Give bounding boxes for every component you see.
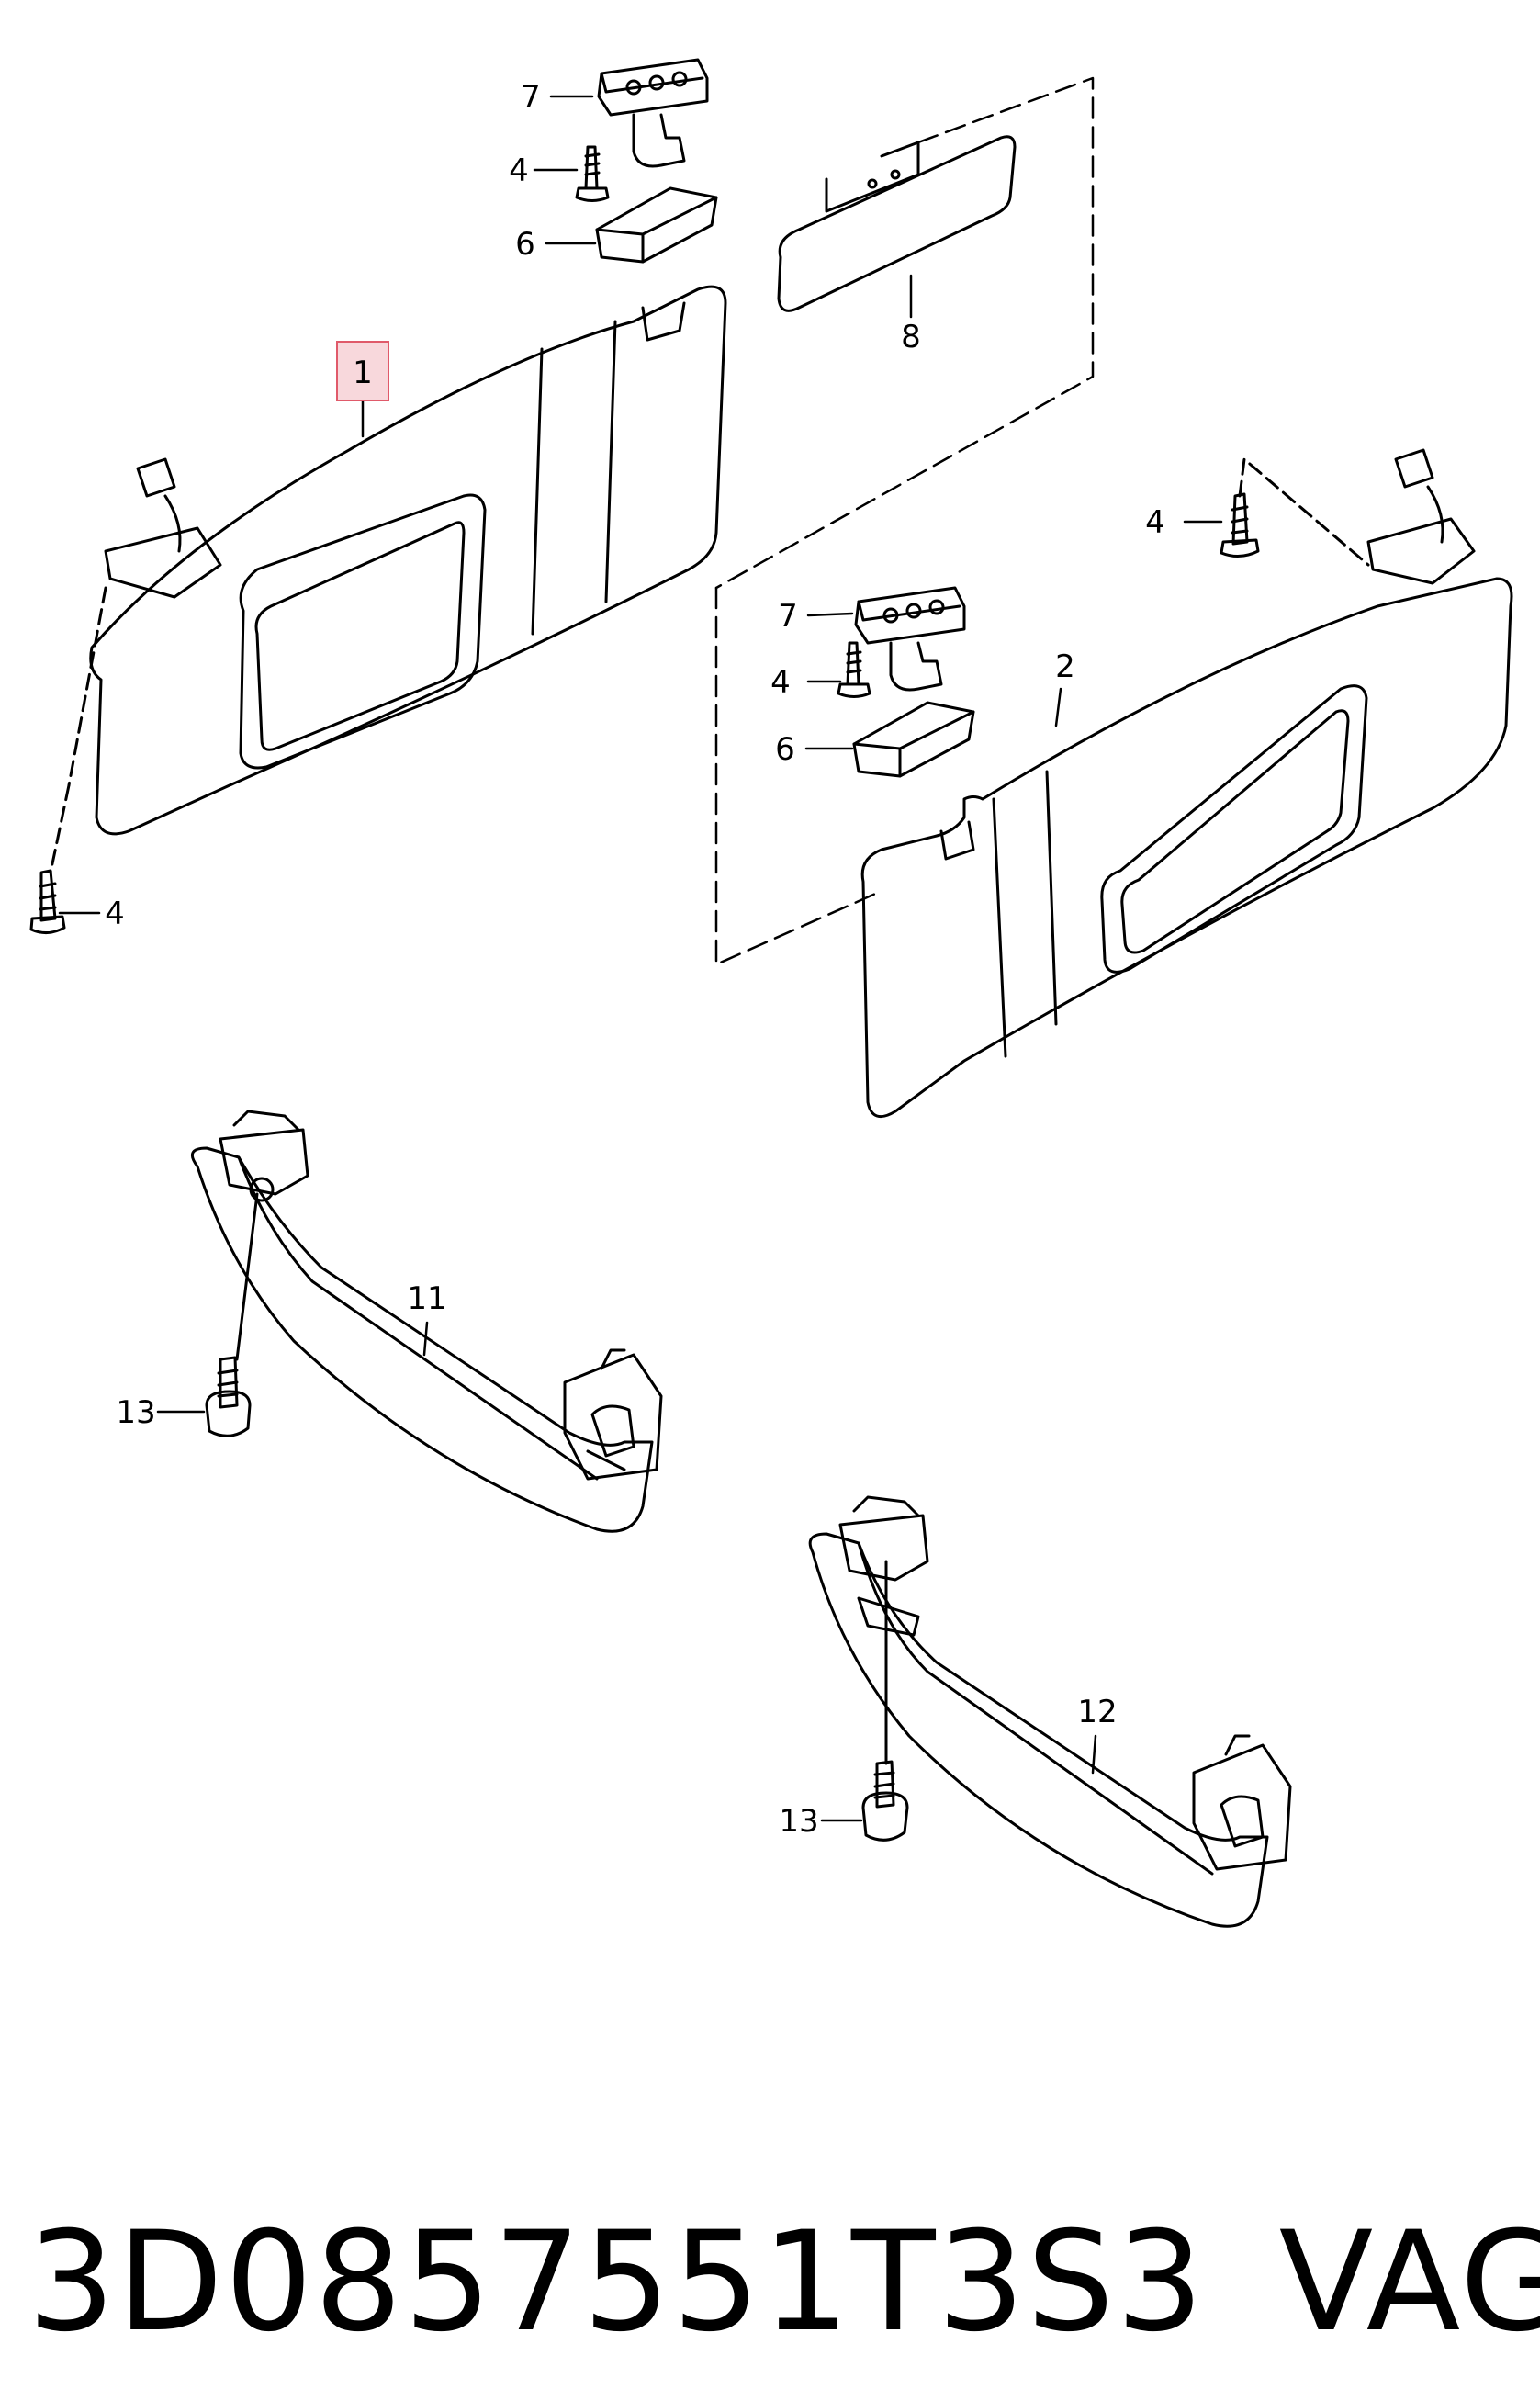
bolt-part-13-lower xyxy=(861,1560,909,1842)
clip-part-7-top xyxy=(597,58,709,168)
callout-13-upper: 13 xyxy=(116,1394,155,1431)
brand-name: VAG xyxy=(1278,2203,1540,2362)
sun-visor-left-part-1 xyxy=(89,285,727,836)
screw-part-4-mid xyxy=(837,641,871,698)
callout-6-top: 6 xyxy=(515,226,535,263)
cap-part-6-top xyxy=(595,186,718,264)
screw-part-4-top xyxy=(575,145,610,202)
callout-7-mid: 7 xyxy=(778,598,798,635)
part-caption: 3D0857551T3S3 VAG xyxy=(28,2203,1540,2362)
callout-4-mid: 4 xyxy=(770,664,791,701)
callout-4-left: 4 xyxy=(105,896,125,932)
callout-2: 2 xyxy=(1055,648,1075,685)
screw-part-4-right xyxy=(1220,457,1370,567)
callout-1: 1 xyxy=(353,355,373,391)
grab-handle-part-11 xyxy=(190,1110,663,1533)
callout-6-mid: 6 xyxy=(775,731,795,768)
sun-visor-right-part-2 xyxy=(860,448,1513,1119)
grab-handle-part-12 xyxy=(808,1495,1292,1928)
callout-4-top: 4 xyxy=(509,152,529,189)
clip-part-7-mid xyxy=(854,586,966,692)
screw-part-4-left xyxy=(29,586,107,934)
bolt-part-13-upper xyxy=(205,1192,259,1437)
dashed-bracket-group xyxy=(714,76,1095,966)
callout-13-lower: 13 xyxy=(779,1803,818,1840)
mirror-cover-part-8 xyxy=(777,135,1017,312)
leader-lines xyxy=(58,95,1223,1822)
callout-8: 8 xyxy=(901,319,921,355)
callout-12: 12 xyxy=(1077,1694,1117,1730)
cap-part-6-mid xyxy=(852,701,975,778)
part-number: 3D0857551T3S3 xyxy=(28,2203,1206,2362)
callout-1-highlight xyxy=(336,341,389,401)
callout-11: 11 xyxy=(407,1280,446,1317)
callout-4-right: 4 xyxy=(1145,504,1165,541)
callout-7-top: 7 xyxy=(521,79,541,116)
